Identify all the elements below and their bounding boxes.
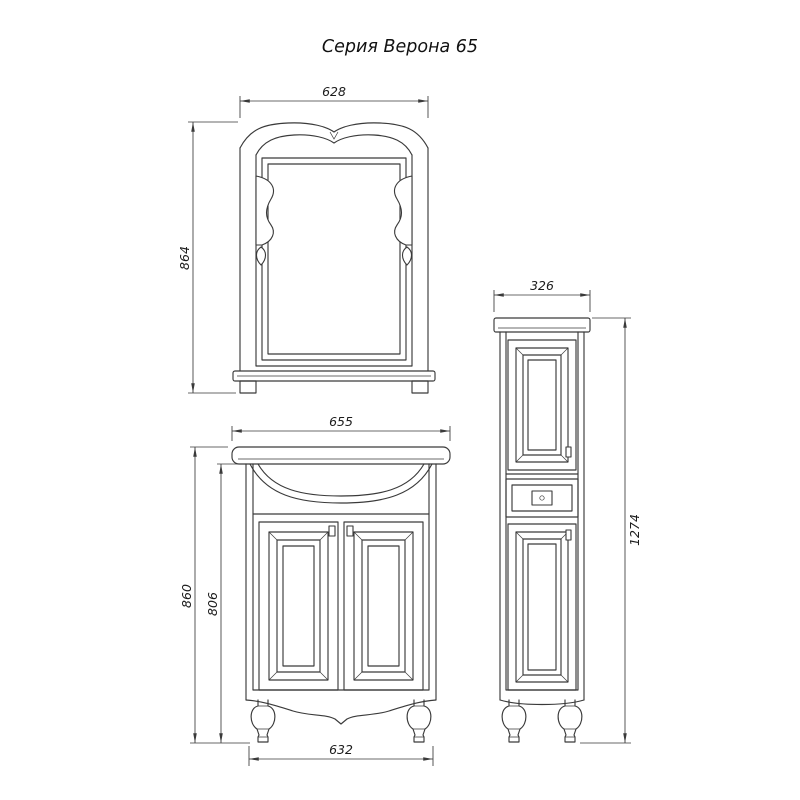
dim-mirror-height-value: 864	[177, 246, 192, 270]
dim-vanity-body-height-value: 806	[205, 592, 220, 616]
cabinet-drawer-handle	[531, 490, 553, 506]
dim-mirror-width: 628	[239, 84, 429, 118]
cabinet-front-view	[493, 317, 591, 743]
vanity-door-left-knob	[328, 525, 336, 537]
dim-vanity-overall-height: 860	[179, 446, 250, 744]
vanity-basin-curve	[249, 463, 433, 504]
vanity-countertop	[231, 446, 451, 465]
vanity-door-right	[343, 521, 424, 691]
vanity-leg-left	[250, 699, 276, 743]
cabinet-cornice	[493, 317, 591, 333]
vanity-leg-right	[406, 699, 432, 743]
dim-vanity-top-width: 655	[231, 414, 451, 441]
cabinet-upper-door-handle	[565, 446, 572, 458]
cabinet-leg-left	[501, 699, 527, 743]
dim-vanity-overall-height-value: 860	[179, 584, 194, 608]
dim-mirror-width-value: 628	[322, 84, 346, 99]
drawing-title: Серия Верона 65	[322, 37, 478, 57]
dim-cabinet-width-value: 326	[530, 278, 554, 293]
dim-vanity-bottom-width: 632	[248, 742, 434, 766]
vanity-apron	[245, 699, 437, 725]
dim-cabinet-width: 326	[493, 278, 591, 312]
cabinet-drawer	[505, 478, 579, 518]
dim-cabinet-height-value: 1274	[627, 514, 642, 546]
cabinet-upper-door	[507, 339, 577, 471]
mirror-capital-right	[394, 175, 413, 266]
dim-mirror-height: 864	[177, 121, 238, 394]
mirror-shelf	[232, 365, 436, 394]
mirror-crest	[239, 122, 429, 156]
mirror-front-view	[232, 122, 436, 394]
dim-vanity-bottom-width-value: 632	[329, 742, 353, 757]
mirror-capital-left	[255, 175, 274, 266]
dim-vanity-body-height: 806	[205, 463, 242, 743]
cabinet-lower-door	[507, 523, 577, 691]
cabinet-leg-right	[557, 699, 583, 743]
vanity-front-view	[231, 446, 451, 743]
vanity-door-right-knob	[346, 525, 354, 537]
dim-vanity-top-width-value: 655	[329, 414, 353, 429]
cabinet-lower-door-handle	[565, 529, 572, 541]
vanity-door-left	[258, 521, 339, 691]
dim-cabinet-height: 1274	[580, 317, 642, 744]
